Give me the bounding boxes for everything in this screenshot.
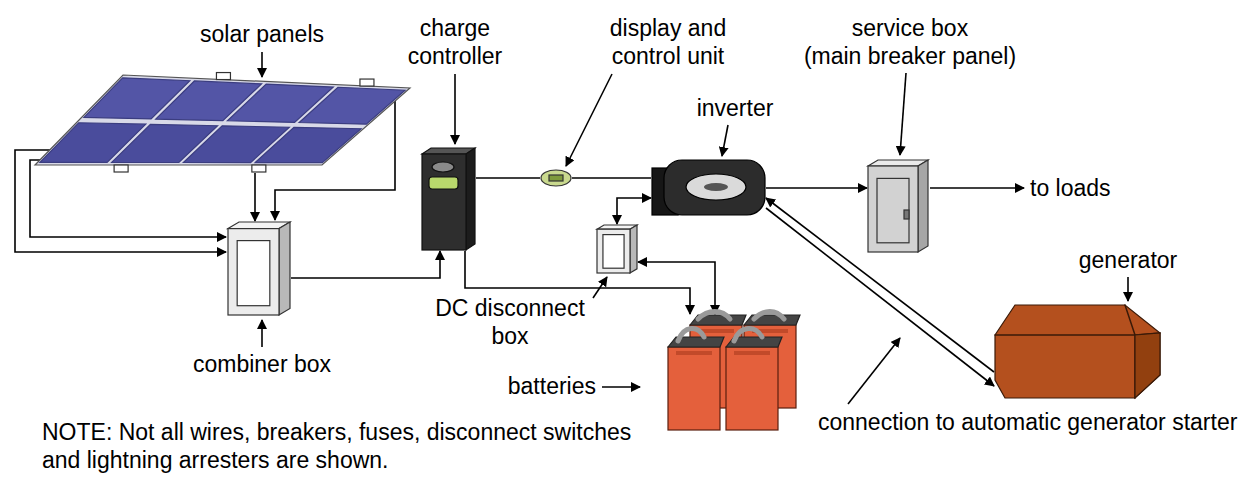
part-shape bbox=[429, 177, 458, 189]
part-shape bbox=[35, 75, 410, 165]
charge-controller: charge controller bbox=[422, 148, 475, 250]
part-shape bbox=[734, 351, 770, 355]
leader-arrow bbox=[602, 386, 640, 388]
wire-connector bbox=[291, 251, 440, 278]
part-shape bbox=[877, 178, 909, 242]
component-label: solar panels bbox=[162, 20, 362, 48]
dc-disconnect-box: DC disconnect box bbox=[597, 225, 637, 273]
load-wire bbox=[930, 187, 1024, 189]
leader-arrow bbox=[722, 125, 728, 156]
part-shape bbox=[541, 170, 571, 186]
part-shape bbox=[549, 175, 563, 181]
combiner-box-art bbox=[228, 222, 290, 315]
part-shape bbox=[686, 174, 746, 200]
generator: generator bbox=[995, 305, 1160, 398]
leader-arrow bbox=[261, 52, 263, 77]
part-shape bbox=[664, 160, 765, 215]
part-shape bbox=[678, 328, 704, 341]
wire-connector bbox=[638, 262, 715, 314]
panel-wire bbox=[30, 160, 226, 237]
wire-connector bbox=[476, 177, 540, 179]
part-shape bbox=[114, 165, 128, 172]
component-label: generator bbox=[1058, 246, 1198, 274]
part-shape bbox=[299, 87, 405, 124]
load-label: to loads bbox=[1030, 174, 1180, 202]
component-label: combiner box bbox=[162, 350, 362, 378]
inverter: inverter bbox=[652, 160, 765, 215]
display-unit-art bbox=[541, 170, 571, 186]
part-shape bbox=[237, 241, 270, 306]
part-shape bbox=[1135, 333, 1160, 398]
note-text: NOTE: Not all wires, breakers, fuses, di… bbox=[42, 418, 662, 474]
part-shape bbox=[868, 166, 918, 252]
service-box: service box(main breaker panel) bbox=[868, 160, 928, 252]
callout-label: connection to automatic generator starte… bbox=[818, 408, 1243, 436]
part-shape bbox=[995, 305, 1160, 398]
battery-bank: batteries bbox=[668, 315, 800, 430]
part-shape bbox=[726, 347, 778, 430]
part-shape bbox=[216, 73, 230, 80]
part-shape bbox=[597, 229, 630, 273]
part-shape bbox=[255, 127, 361, 162]
dc-disconnect-box-art bbox=[597, 225, 637, 273]
part-shape bbox=[918, 160, 928, 252]
part-shape bbox=[252, 165, 266, 172]
leader-arrow bbox=[566, 74, 612, 166]
component-label: batteries bbox=[456, 372, 596, 400]
leader-arrow bbox=[900, 73, 906, 155]
wire-connector bbox=[617, 198, 651, 224]
leader-arrow bbox=[454, 74, 456, 144]
solar-panel-array: solar panels bbox=[35, 72, 410, 172]
part-shape bbox=[668, 347, 720, 430]
combiner-box: combiner box bbox=[228, 222, 290, 315]
part-shape bbox=[734, 328, 762, 341]
part-shape bbox=[630, 225, 637, 273]
component-label: service box bbox=[810, 14, 1010, 42]
component-label: inverter bbox=[675, 94, 795, 122]
part-shape bbox=[995, 305, 1160, 398]
battery-bank-art bbox=[668, 315, 800, 430]
component-label: display and control unit bbox=[593, 14, 743, 70]
solar-panel-array-art bbox=[35, 72, 410, 172]
part-shape bbox=[754, 312, 784, 320]
part-shape bbox=[466, 148, 475, 250]
display-unit: display and control unit bbox=[541, 170, 571, 186]
component-label: DC disconnect box bbox=[425, 294, 595, 350]
component-label: (main breaker panel) bbox=[780, 42, 1040, 70]
leader-arrow bbox=[1127, 277, 1129, 301]
wire-connector bbox=[766, 187, 867, 189]
part-shape bbox=[432, 162, 454, 172]
part-shape bbox=[228, 229, 279, 315]
part-shape bbox=[704, 183, 728, 191]
inverter-art bbox=[652, 160, 765, 215]
generator-art bbox=[995, 305, 1160, 398]
wire-connector bbox=[254, 173, 256, 221]
leader-arrow bbox=[261, 320, 263, 347]
part-shape bbox=[698, 312, 730, 320]
part-shape bbox=[603, 235, 624, 269]
service-box-art bbox=[868, 160, 928, 252]
part-shape bbox=[360, 79, 374, 86]
component-label: charge controller bbox=[393, 14, 518, 70]
part-shape bbox=[279, 222, 290, 315]
part-shape bbox=[676, 351, 712, 355]
wire-connector bbox=[572, 177, 651, 179]
leader-arrow bbox=[848, 338, 900, 404]
part-shape bbox=[422, 154, 466, 250]
charge-controller-art bbox=[422, 148, 475, 250]
part-shape bbox=[904, 210, 909, 219]
